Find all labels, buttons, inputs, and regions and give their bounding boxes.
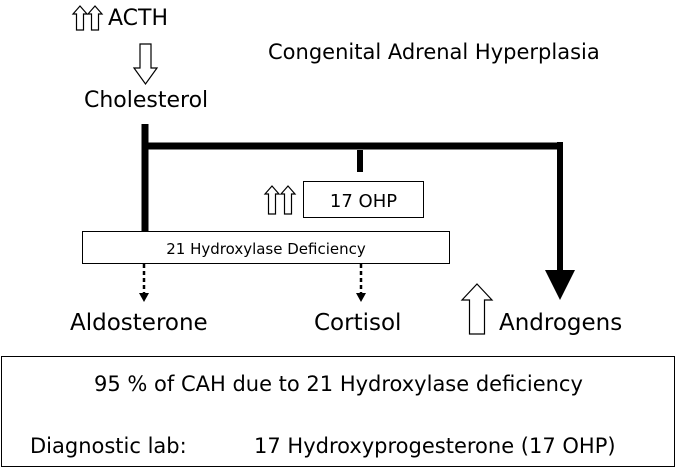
cortisol-dotted-arrow <box>356 264 366 302</box>
cortisol-label: Cortisol <box>314 310 402 336</box>
aldosterone-label: Aldosterone <box>70 310 208 336</box>
aldosterone-dotted-arrow <box>139 264 149 302</box>
deficiency-label: 21 Hydroxylase Deficiency <box>166 240 366 258</box>
ohp-double-up-arrow-icon <box>263 185 297 215</box>
summary-line-2-prefix: Diagnostic lab: <box>30 434 187 458</box>
androgens-arrowhead-icon <box>545 270 575 300</box>
ohp-label: 17 OHP <box>329 191 398 212</box>
ohp-box: 17 OHP <box>303 181 424 218</box>
diagram-title: Congenital Adrenal Hyperplasia <box>268 40 600 64</box>
androgens-label: Androgens <box>499 310 623 336</box>
summary-box <box>1 356 675 467</box>
summary-line-1: 95 % of CAH due to 21 Hydroxylase defici… <box>94 372 583 396</box>
pathway-lines <box>141 124 563 272</box>
summary-line-2-suffix: 17 Hydroxyprogesterone (17 OHP) <box>254 434 616 458</box>
acth-to-cholesterol-arrow-icon <box>132 43 159 86</box>
cholesterol-label: Cholesterol <box>84 88 209 113</box>
androgens-up-arrow-icon <box>460 283 494 335</box>
acth-double-up-arrow-icon <box>71 5 104 31</box>
deficiency-box: 21 Hydroxylase Deficiency <box>82 231 450 264</box>
acth-label: ACTH <box>108 6 169 31</box>
